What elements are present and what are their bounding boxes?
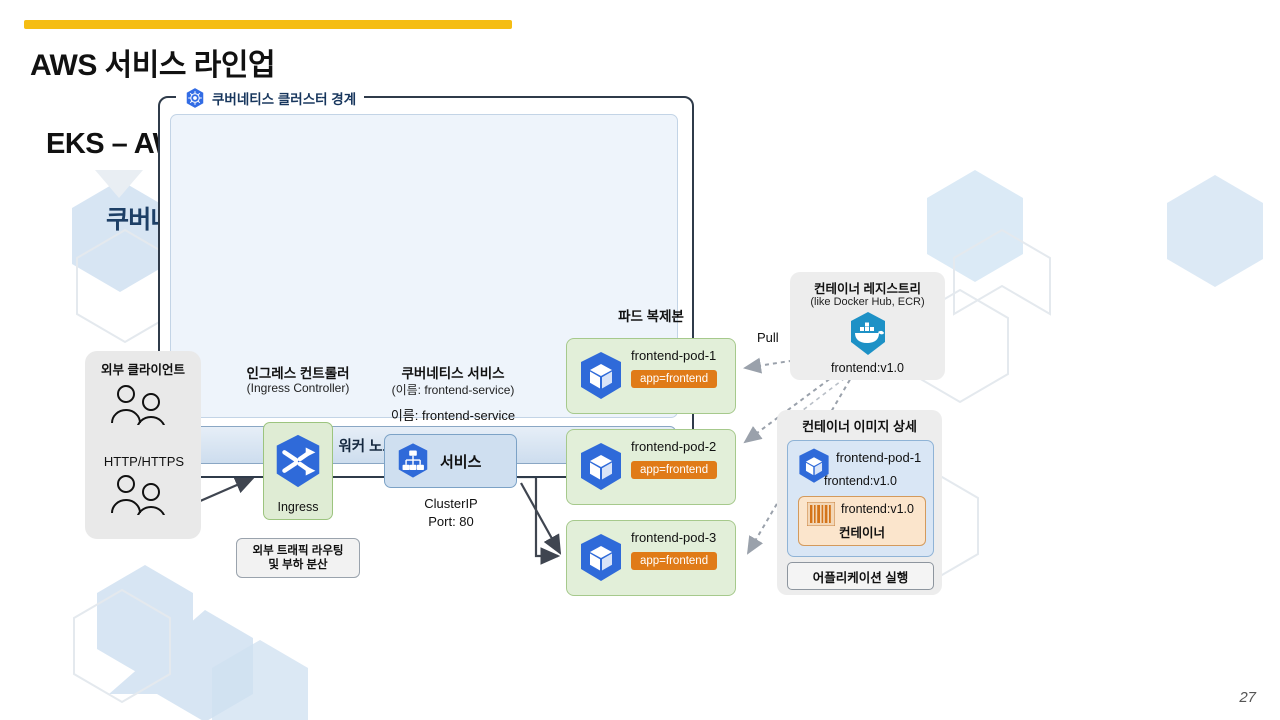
ingress-controller-subtitle: (Ingress Controller) — [246, 381, 350, 395]
external-clients-group: 외부 클라이언트 — [85, 351, 201, 539]
registry-image-tag: frontend:v1.0 — [831, 361, 904, 375]
pod-cube-icon — [581, 534, 621, 581]
cluster-legend: 쿠버네티스 클러스터 경계 — [176, 85, 365, 111]
service-clusterip: ClusterIP — [424, 496, 478, 511]
pod-label-tag: app=frontend — [631, 370, 718, 388]
k8s-service-name: 이름: frontend-service — [390, 408, 516, 423]
registry-title: 컨테이너 레지스트리 — [814, 282, 921, 296]
pod-label-tag: app=frontend — [631, 461, 718, 479]
service-node[interactable]: 서비스 — [384, 434, 517, 488]
image-detail-pod-card: frontend-pod-1 frontend:v1.0 frontend:v1… — [787, 440, 934, 557]
ingress-note-line1: 외부 트래픽 라우팅 — [252, 544, 344, 557]
pod-label-tag: app=frontend — [631, 552, 718, 570]
pod-cube-icon — [581, 352, 621, 399]
registry-subtitle: (like Docker Hub, ECR) — [810, 296, 925, 308]
service-footer: ClusterIP Port: 80 — [380, 495, 522, 530]
ingress-controller-title: 인그레스 컨트롤러 — [246, 366, 350, 381]
pod-card[interactable]: frontend-pod-1 app=frontend — [566, 338, 736, 414]
service-port: Port: 80 — [428, 513, 474, 529]
container-image-name: frontend:v1.0 — [841, 502, 914, 516]
ingress-node-label: Ingress — [277, 500, 319, 514]
service-tree-icon — [398, 443, 428, 478]
http-protocol-label: HTTP/HTTPS — [103, 454, 185, 469]
container-label: 컨테이너 — [838, 526, 885, 540]
kubernetes-helm-icon — [186, 88, 204, 108]
app-run-label: 어플리케이션 실행 — [812, 570, 909, 585]
page-number: 27 — [1239, 689, 1256, 706]
image-detail-version: frontend:v1.0 — [824, 474, 897, 488]
shuffle-arrows-icon — [276, 434, 320, 488]
pull-label: Pull — [757, 330, 779, 345]
container-image-detail-group: 컨테이너 이미지 상세 frontend-pod-1 frontend:v1.0 — [777, 410, 942, 595]
ingress-note-line2: 및 부하 분산 — [268, 559, 328, 571]
docker-whale-icon — [851, 312, 885, 355]
cluster-legend-label: 쿠버네티스 클러스터 경계 — [212, 92, 357, 107]
page-title: AWS 서비스 라인업 — [30, 49, 276, 82]
pod-name: frontend-pod-1 — [631, 348, 717, 363]
pod-cube-icon — [799, 448, 829, 483]
pod-replicas-caption: 파드 복제본 — [618, 309, 684, 324]
k8s-service-subtitle: (이름: frontend-service) — [391, 383, 515, 397]
image-detail-header: 컨테이너 이미지 상세 — [802, 419, 917, 434]
image-detail-pod-name: frontend-pod-1 — [836, 450, 922, 465]
accent-bar — [24, 20, 512, 29]
container-box: frontend:v1.0 컨테이너 — [798, 496, 926, 546]
barcode-icon — [807, 502, 835, 526]
pod-name: frontend-pod-3 — [631, 530, 717, 545]
ingress-note: 외부 트래픽 라우팅 및 부하 분산 — [236, 538, 360, 578]
pod-card[interactable]: frontend-pod-3 app=frontend — [566, 520, 736, 596]
pod-card[interactable]: frontend-pod-2 app=frontend — [566, 429, 736, 505]
k8s-service-title: 쿠버네티스 서비스 — [401, 366, 505, 381]
external-clients-label: 외부 클라이언트 — [101, 363, 185, 377]
pod-cube-icon — [581, 443, 621, 490]
container-registry-group: 컨테이너 레지스트리 (like Docker Hub, ECR) fronte… — [790, 272, 945, 380]
service-node-label: 서비스 — [440, 453, 482, 471]
users-icon — [111, 475, 165, 515]
pod-name: frontend-pod-2 — [631, 439, 717, 454]
users-icon — [111, 385, 165, 425]
app-run-badge: 어플리케이션 실행 — [787, 562, 934, 590]
ingress-node[interactable]: Ingress — [263, 422, 333, 520]
